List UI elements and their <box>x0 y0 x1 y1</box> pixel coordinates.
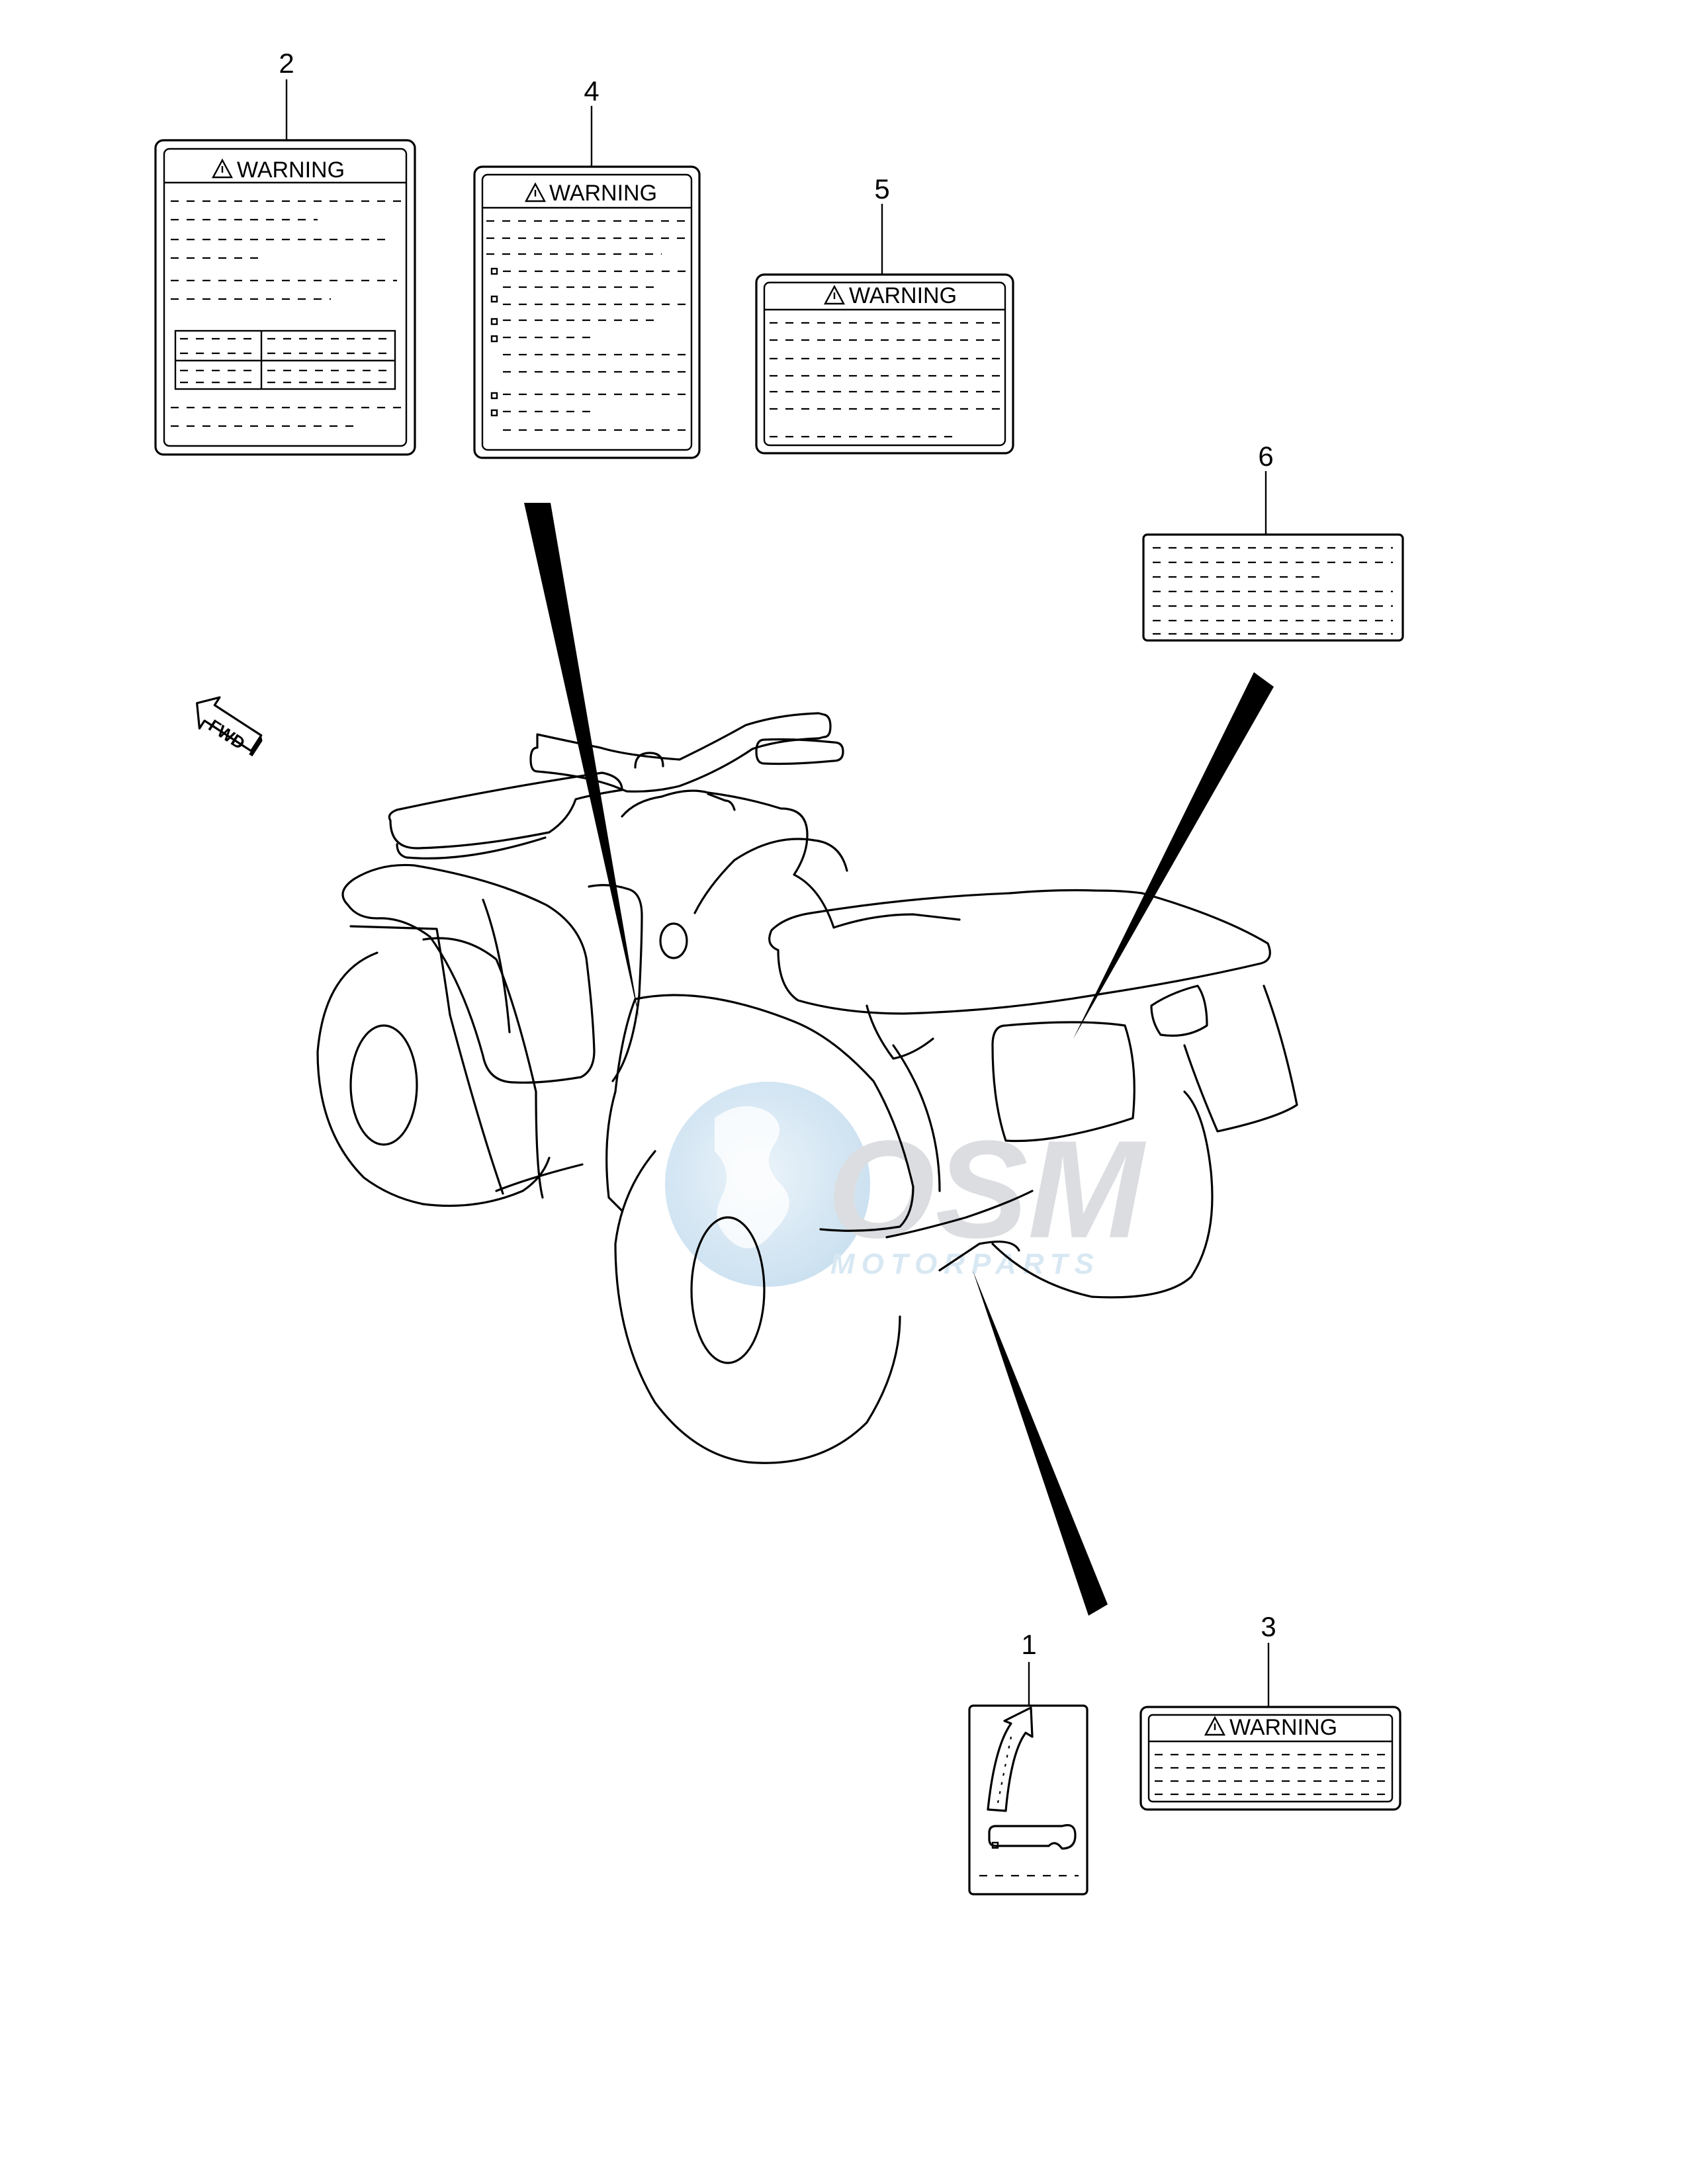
label-6-group: 6 <box>1142 441 1404 642</box>
warning-heading-4: WARNING <box>549 181 657 206</box>
warning-triangle-icon <box>211 158 234 179</box>
callout-4: 4 <box>584 75 599 107</box>
label-2-group: 2 WARNING <box>154 48 416 456</box>
callout-3: 3 <box>1261 1611 1276 1642</box>
leader-wedges <box>524 503 1274 1616</box>
curved-arrow-icon <box>987 1706 1034 1812</box>
warning-label-2 <box>154 139 416 456</box>
instruction-label-1 <box>968 1704 1088 1896</box>
leader-wedge-top <box>524 503 639 1019</box>
leader-wedge-bottom <box>973 1270 1108 1616</box>
label-4-group: 4 WARNING <box>473 75 701 459</box>
warning-heading-2: WARNING <box>237 157 345 183</box>
warning-heading-5: WARNING <box>849 283 957 308</box>
callout-5: 5 <box>874 173 889 204</box>
warning-triangle-icon <box>823 284 846 305</box>
callout-6: 6 <box>1258 441 1273 472</box>
warning-label-4 <box>473 165 701 459</box>
watermark-small-text: MOTORPARTS <box>830 1248 1100 1280</box>
lever-icon <box>988 1824 1077 1850</box>
watermark-globe <box>665 1082 870 1287</box>
label-5-group: 5 WARNING <box>755 173 1014 455</box>
label-3-group: 3 WARNING <box>1139 1611 1401 1811</box>
callout-2: 2 <box>279 48 294 79</box>
watermark-big-text: OSM <box>827 1112 1146 1267</box>
warning-label-5 <box>755 273 1014 455</box>
atv-outline <box>316 712 1298 1464</box>
fwd-text: FWD <box>205 715 249 753</box>
info-label-6 <box>1142 533 1404 642</box>
warning-triangle-icon <box>524 182 547 202</box>
label-1-group: 1 <box>968 1629 1088 1896</box>
warning-label-3 <box>1139 1706 1401 1811</box>
watermark-continents <box>715 1106 789 1248</box>
warning-heading-3: WARNING <box>1229 1715 1337 1740</box>
leader-wedge-right <box>1073 672 1274 1039</box>
callout-1: 1 <box>1021 1629 1036 1660</box>
fwd-arrow-icon: FWD <box>196 696 263 757</box>
watermark: OSM MOTORPARTS <box>665 1082 1146 1287</box>
warning-triangle-icon <box>1204 1716 1226 1736</box>
